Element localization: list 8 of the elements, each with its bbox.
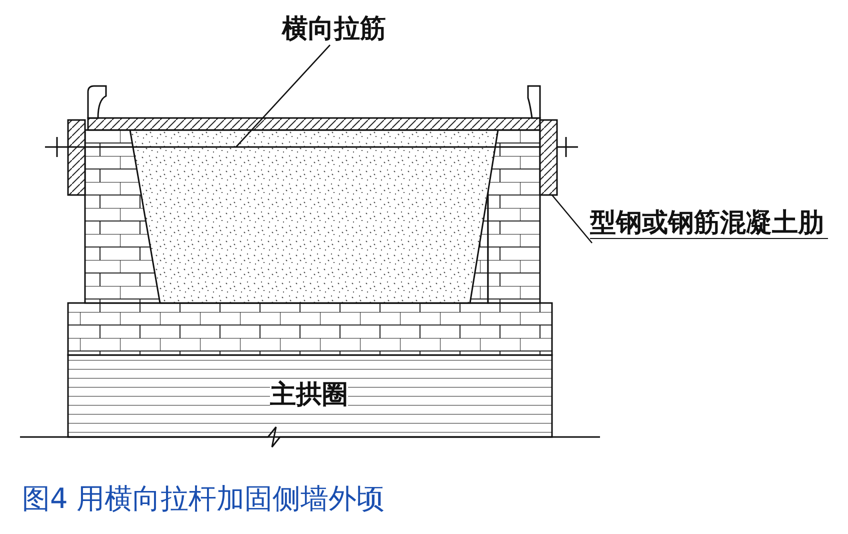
leader-line [552, 194, 592, 244]
callout-text: 横向拉筋 [282, 14, 386, 44]
figure-caption: 图4 用横向拉杆加固侧墙外顷 [22, 481, 385, 517]
rib [539, 119, 558, 196]
leader-line [236, 44, 330, 148]
part-label: 主拱圈 [270, 380, 348, 410]
callout-text: 型钢或钢筋混凝土肋 [590, 208, 828, 239]
tie-bar [44, 136, 579, 158]
